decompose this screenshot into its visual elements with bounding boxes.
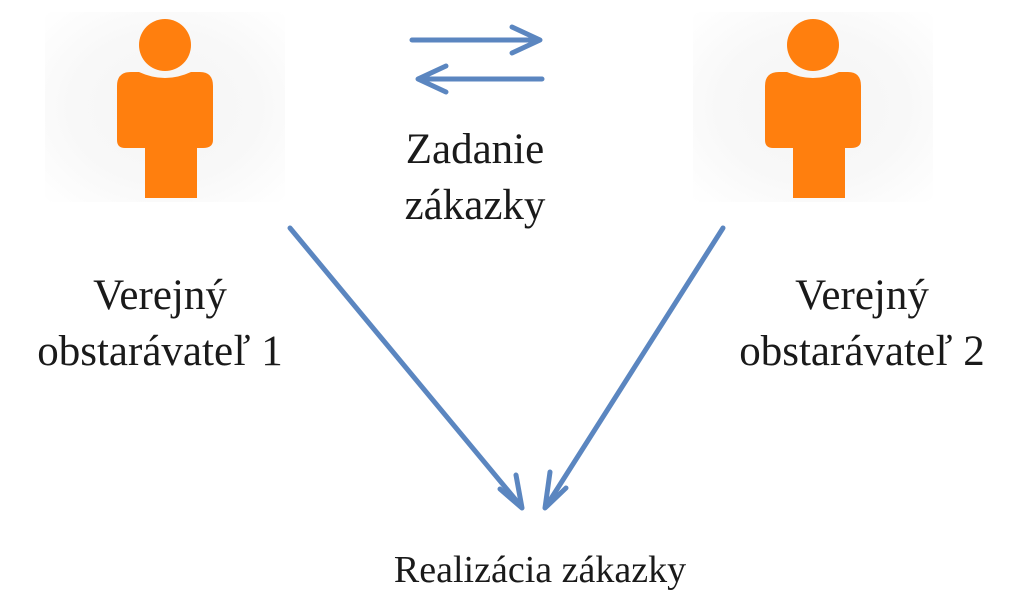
authority-1-label-line1: Verejný	[93, 272, 227, 319]
result-label-text: Realizácia zákazky	[393, 549, 687, 591]
exchange-label: Zadanie zákazky	[350, 122, 600, 234]
person-2-tile	[693, 12, 933, 202]
person-icon	[117, 19, 213, 198]
authority-2-label-line2: obstarávateľ 2	[739, 328, 985, 375]
authority-1-label-line2: obstarávateľ 1	[37, 328, 283, 375]
person-1-tile	[45, 12, 285, 202]
arrow-left-icon	[415, 63, 545, 95]
authority-2-label-line1: Verejný	[795, 272, 929, 319]
arrow-authority2-to-result	[542, 225, 726, 511]
authority-2-label: Verejný obstarávateľ 2	[712, 268, 1012, 380]
person-icon	[765, 19, 861, 198]
exchange-label-line2: zákazky	[404, 182, 546, 229]
arrow-right-icon	[409, 24, 543, 56]
authority-1-label: Verejný obstarávateľ 1	[10, 268, 310, 380]
arrow-authority1-to-result	[287, 225, 525, 511]
result-label: Realizácia zákazky	[330, 548, 750, 592]
exchange-label-line1: Zadanie	[405, 126, 545, 173]
